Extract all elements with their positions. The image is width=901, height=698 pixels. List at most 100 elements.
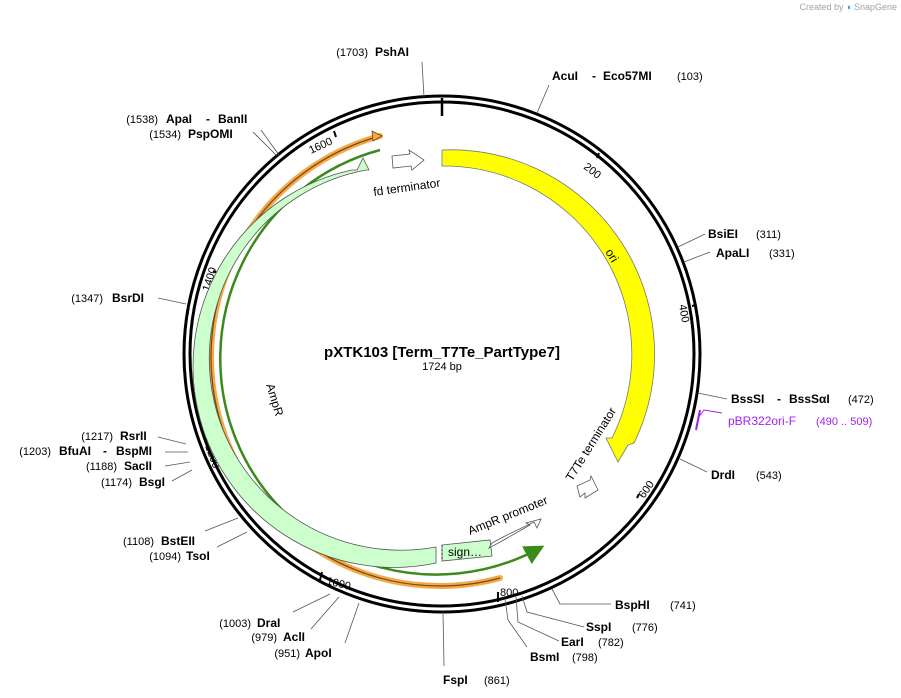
site-apali[interactable]: ApaLI (331) (716, 246, 795, 260)
site-name: BfuAI (59, 444, 91, 458)
orf-orange-arc-line (210, 135, 501, 587)
site-rsrii[interactable]: (1217) RsrII (81, 429, 146, 443)
site-position: (798) (572, 652, 598, 664)
backbone-outer-ring (182, 94, 702, 614)
site-name: BsiEI (708, 227, 738, 241)
site-position: (741) (670, 600, 696, 612)
site-pshai[interactable]: (1703) PshAI (336, 45, 409, 59)
tick-label-400: 400 (676, 303, 691, 323)
site-name-separator: - (206, 112, 210, 126)
site-sspi[interactable]: SspI (776) (586, 620, 658, 634)
site-position: (472) (848, 394, 874, 406)
tick-label-1000: 1000 (325, 575, 352, 593)
site-fspi[interactable]: FspI (861) (443, 673, 510, 687)
snapgene-credit: Created by ◖ SnapGene (799, 2, 897, 12)
ampr-label: AmpR (263, 382, 286, 418)
site-name: EarI (561, 635, 584, 649)
site-pspomi[interactable]: (1534) PspOMI (149, 127, 232, 141)
site-sacii[interactable]: (1188) SacII (86, 459, 152, 473)
site-name: ApaI (166, 112, 192, 126)
site-name: SspI (586, 620, 611, 634)
plasmid-title: pXTK103 [Term_T7Te_PartType7] (324, 344, 560, 361)
site-name-2: BanII (218, 112, 247, 126)
tick-label-200: 200 (581, 161, 603, 182)
site-bsssi-bsssai[interactable]: BssSI - BssSαI (472) (731, 392, 874, 406)
site-position: (951) (274, 648, 300, 660)
site-name: DraI (257, 616, 280, 630)
site-name: BstEII (161, 534, 195, 548)
site-position: (1534) (149, 129, 181, 141)
tick-label-600: 600 (637, 479, 657, 501)
ori-label: ori (602, 246, 621, 265)
site-drai[interactable]: (1003) DraI (219, 616, 280, 630)
site-name: DrdI (711, 468, 735, 482)
site-position: (1003) (219, 618, 251, 630)
site-position: (543) (756, 470, 782, 482)
primer-name[interactable]: pBR322ori-F (728, 414, 796, 428)
site-position: (331) (769, 248, 795, 260)
t7te-terminator-feature[interactable] (576, 474, 599, 499)
site-position: (311) (756, 229, 781, 241)
site-position: (1203) (19, 446, 51, 458)
site-position: (861) (484, 675, 510, 687)
primer-range: (490 .. 509) (816, 416, 872, 428)
ampr-feature[interactable] (192, 157, 437, 568)
ori-feature[interactable] (441, 149, 655, 463)
site-position: (1108) (123, 536, 154, 548)
site-bsphi[interactable]: BspHI (741) (615, 598, 696, 612)
credit-text: Created by (799, 2, 844, 12)
site-name: RsrII (120, 429, 147, 443)
site-name: AcuI (552, 69, 578, 83)
site-bsrdi[interactable]: (1347) BsrDI (71, 291, 144, 305)
site-position: (1347) (71, 293, 103, 305)
credit-logo-text: SnapGene (853, 2, 897, 12)
site-name: BssSI (731, 392, 764, 406)
plasmid-length: 1724 bp (422, 361, 462, 373)
site-drdi[interactable]: DrdI (543) (711, 468, 782, 482)
site-bsmi[interactable]: BsmI (798) (530, 650, 598, 664)
tick-label-800: 800 (500, 587, 518, 599)
site-name: BspHI (615, 598, 650, 612)
site-leaders (157, 61, 728, 667)
site-name: PspOMI (188, 127, 233, 141)
site-position: (1217) (81, 431, 113, 443)
site-apoi[interactable]: (951) ApoI (274, 646, 331, 660)
primer-mark (695, 409, 701, 431)
fd-terminator-label: fd terminator (372, 176, 441, 199)
site-bsgi[interactable]: (1174) BsgI (101, 475, 165, 489)
fd-terminator-feature[interactable] (391, 149, 425, 171)
primer-leader (697, 409, 723, 419)
orf-orange-arrowhead (371, 130, 383, 142)
site-name: BsgI (139, 475, 165, 489)
site-name-separator: - (777, 392, 781, 406)
site-bsiei[interactable]: BsiEI (311) (708, 227, 781, 241)
site-eari[interactable]: EarI (782) (561, 635, 624, 649)
site-labels: (1703) PshAI AcuI - Eco57MI (103) BsiEI … (19, 45, 873, 687)
site-name-separator: - (103, 444, 107, 458)
site-name: AclI (283, 630, 305, 644)
ampr-promoter-label: AmpR promoter (466, 493, 550, 538)
site-acui-eco57mi[interactable]: AcuI - Eco57MI (103) (552, 69, 703, 83)
signal-feature[interactable] (441, 539, 493, 562)
site-position: (1703) (336, 47, 368, 59)
site-position: (979) (251, 632, 277, 644)
site-name: FspI (443, 673, 468, 687)
site-position: (1188) (86, 461, 117, 473)
site-bfuai-bspmi[interactable]: (1203) BfuAI - BspMI (19, 444, 152, 458)
site-acli[interactable]: (979) AclI (251, 630, 305, 644)
site-name: ApoI (305, 646, 332, 660)
site-bsteii[interactable]: (1108) BstEII (123, 534, 195, 548)
site-position: (1094) (149, 551, 181, 563)
site-apai-banii[interactable]: (1538) ApaI - BanII (126, 112, 247, 126)
snapgene-logo-icon: ◖ (846, 2, 852, 12)
site-position: (782) (598, 637, 624, 649)
site-tsoi[interactable]: (1094) TsoI (149, 549, 210, 563)
ampr-promoter-feature[interactable] (487, 518, 542, 550)
signal-label: sign… (448, 545, 482, 559)
site-name-2: BssSαI (789, 392, 830, 406)
site-name: BsrDI (112, 291, 144, 305)
site-name: TsoI (186, 549, 210, 563)
site-position: (1538) (126, 114, 158, 126)
site-position: (776) (632, 622, 658, 634)
